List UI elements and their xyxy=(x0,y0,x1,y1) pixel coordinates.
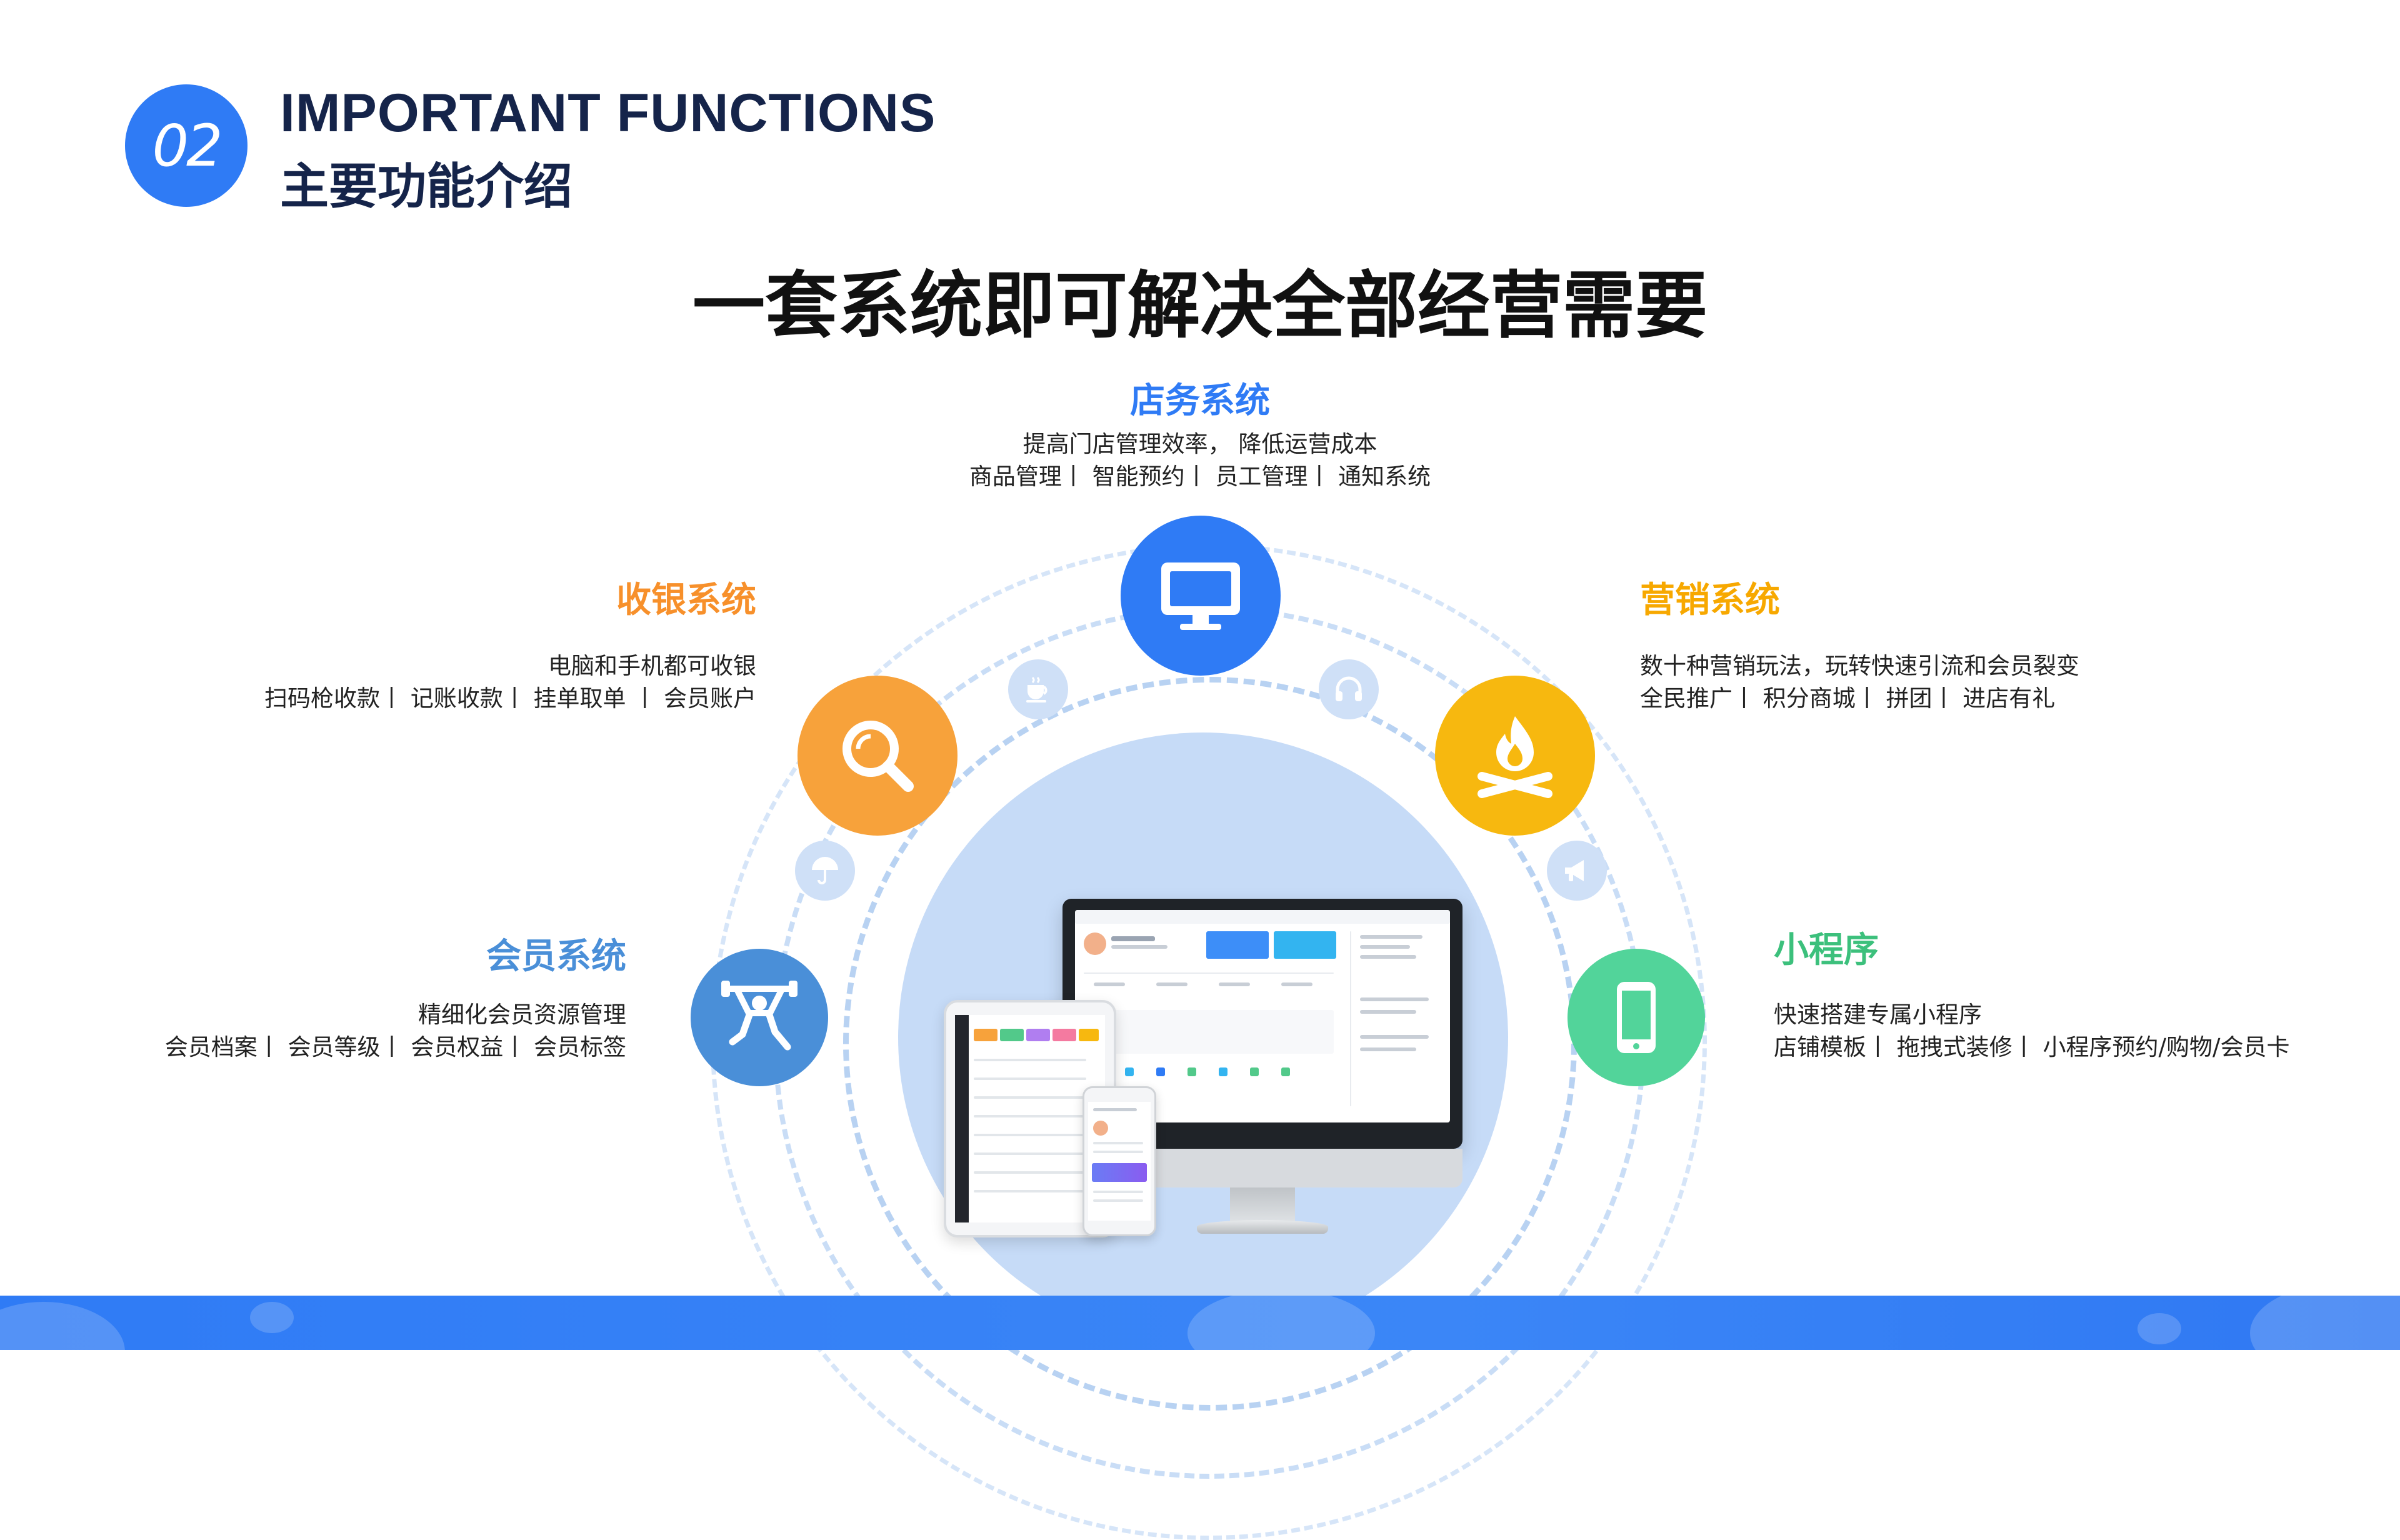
campfire-icon xyxy=(1478,716,1552,798)
store-system-desc: 提高门店管理效率， 降低运营成本 xyxy=(1022,431,1378,458)
miniprogram-title: 小程序 xyxy=(1774,930,1879,971)
member-system-desc: 精细化会员资源管理 xyxy=(418,1001,626,1028)
monitor-icon xyxy=(1161,562,1240,630)
section-title-en: IMPORTANT FUNCTIONS xyxy=(280,83,936,143)
phone-mockup xyxy=(1082,1086,1156,1236)
miniprogram-features: 店铺模板丨 拖拽式装修丨 小程序预约/购物/会员卡 xyxy=(1774,1034,2290,1061)
search-icon xyxy=(842,721,914,792)
store-system-features: 商品管理丨 智能预约丨 员工管理丨 通知系统 xyxy=(969,463,1431,490)
miniprogram-desc: 快速搭建专属小程序 xyxy=(1774,1001,1982,1028)
section-number: 02 xyxy=(152,112,222,179)
marketing-system-circle xyxy=(1435,676,1595,836)
miniprogram-circle xyxy=(1568,949,1705,1086)
megaphone-icon xyxy=(1547,841,1607,901)
smartphone-icon xyxy=(1617,982,1656,1053)
coffee-cup-icon xyxy=(1008,659,1068,719)
store-system-circle xyxy=(1121,516,1281,676)
member-system-circle xyxy=(691,949,828,1086)
monitor-stand-base xyxy=(1197,1220,1328,1234)
phone-screen xyxy=(1088,1102,1151,1221)
tablet-screen xyxy=(955,1015,1105,1222)
marketing-system-title: 营销系统 xyxy=(1640,580,1780,621)
umbrella-icon xyxy=(795,841,855,901)
store-system-title: 店务系统 xyxy=(1130,381,1270,421)
cashier-system-circle xyxy=(798,676,958,836)
weightlifter-icon xyxy=(721,981,798,1051)
bottom-decorative-band xyxy=(0,1296,2400,1350)
headphones-icon xyxy=(1319,659,1379,719)
member-system-features: 会员档案丨 会员等级丨 会员权益丨 会员标签 xyxy=(164,1034,626,1061)
marketing-system-desc: 数十种营销玩法，玩转快速引流和会员裂变 xyxy=(1640,652,2079,679)
member-system-title: 会员系统 xyxy=(486,936,626,977)
main-title: 一套系统即可解决全部经营需要 xyxy=(692,264,1708,348)
marketing-system-features: 全民推广丨 积分商城丨 拼团丨 进店有礼 xyxy=(1640,685,2056,712)
monitor-stand xyxy=(1230,1188,1295,1225)
section-title-zh: 主要功能介绍 xyxy=(280,159,573,215)
cashier-system-desc: 电脑和手机都可收银 xyxy=(548,652,756,679)
cashier-system-features: 扫码枪收款丨 记账收款丨 挂单取单 丨 会员账户 xyxy=(264,685,756,712)
section-number-badge: 02 xyxy=(125,84,248,207)
cashier-system-title: 收银系统 xyxy=(616,580,756,621)
